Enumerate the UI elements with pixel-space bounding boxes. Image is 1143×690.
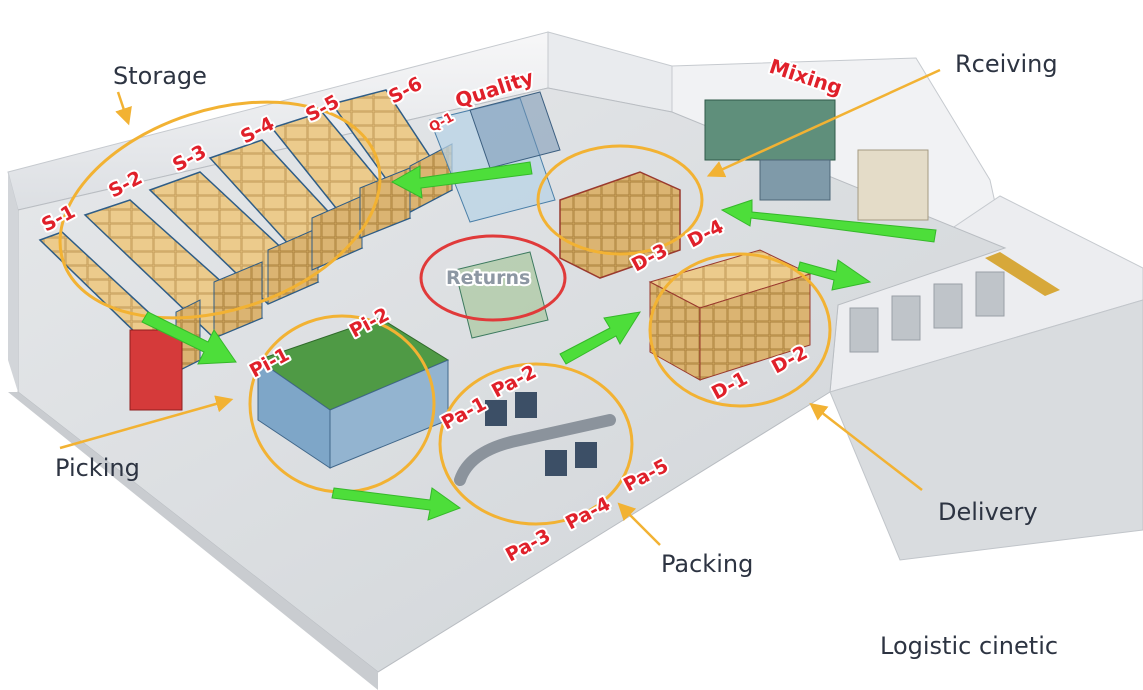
picking-label: Picking [55,454,140,482]
packing-label: Packing [661,550,753,578]
rack-front [213,261,263,339]
front-wall-bottom [8,392,378,690]
dock-door [891,295,921,341]
picking-shelves-side [329,359,449,469]
packing-pointer [617,502,661,546]
callout-lines [59,68,941,546]
front-wall-left [8,172,18,392]
flow-arrow-delivery-to-dock [797,259,872,291]
flow-arrow-receiving-to-storage [390,161,533,199]
flow-arrow-dock-to-receiving [720,199,937,243]
delivery-rack-side [699,273,811,381]
storage-pointer [115,91,132,126]
packing-conveyor [454,414,616,486]
flow-arrow-packing-to-delivery [559,311,642,365]
flow-arrows [141,161,937,521]
packing-station [545,450,567,476]
mixing-machine [704,99,836,161]
picking-area [256,317,450,469]
packing-station [485,400,507,426]
receiving-pointer [706,68,941,178]
office-building [857,149,929,221]
picking-pointer [59,395,234,450]
packing-area [454,392,616,486]
dock-doors [849,252,1060,353]
dock-door [975,271,1005,317]
dock-door [933,283,963,329]
delivery-racks [648,249,812,381]
packing-ring [438,362,634,526]
mixing-area [704,99,929,221]
receiving-ring [536,144,704,256]
flow-arrow-storage-to-picking [141,311,237,365]
packing-station [515,392,537,418]
zone-labels: Storage Rceiving Picking Packing Deliver… [55,50,1058,660]
dock-ramp [985,252,1060,296]
delivery-yard [829,299,1143,561]
storage-label: Storage [113,62,207,90]
packing-station [575,442,597,468]
returns-ring [419,234,567,322]
quality-rack [469,91,561,169]
receiving-label: Rceiving [955,50,1058,78]
delivery-label: Delivery [938,498,1038,526]
delivery-ring [648,252,832,408]
footer-label: Logistic cinetic [880,632,1058,660]
quality-area [429,91,561,223]
delivery-pointer [809,402,923,491]
storage-ring [58,100,382,320]
dock-door [849,307,879,353]
red-shelving [129,329,183,411]
mixing-conveyor [759,159,831,201]
flow-arrow-picking-to-packing [331,487,462,521]
tag-returns: Returns [446,267,530,289]
